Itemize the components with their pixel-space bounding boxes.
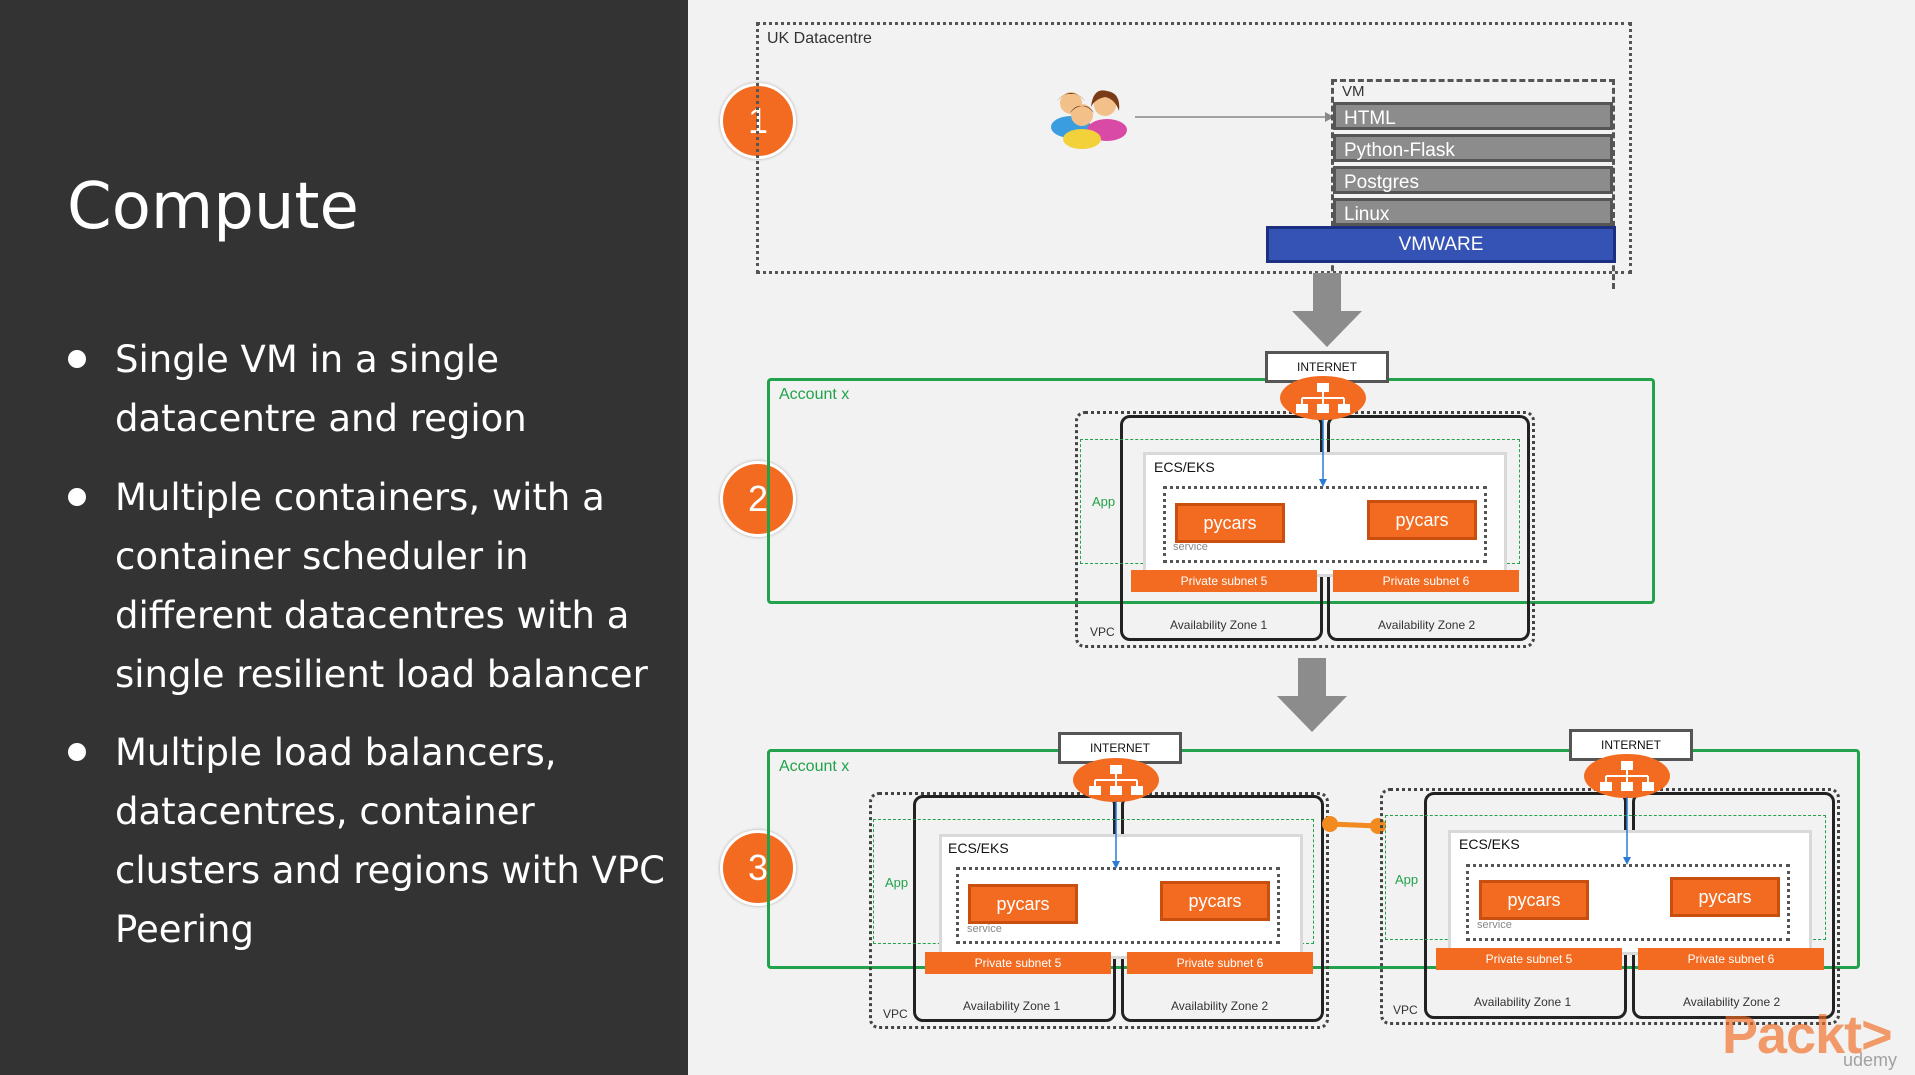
- az1-label: Availability Zone 1: [1474, 995, 1572, 1009]
- private-subnet-6: Private subnet 6: [1333, 570, 1519, 592]
- private-subnet-5: Private subnet 5: [1131, 570, 1317, 592]
- bullet-text: Multiple containers, with a container sc…: [115, 476, 648, 696]
- slide-title: Compute: [67, 170, 359, 244]
- udemy-watermark: udemy: [1843, 1050, 1898, 1070]
- bullet-dot: [68, 743, 86, 761]
- pycars-container: pycars: [1670, 877, 1780, 917]
- service-label: service: [967, 923, 1002, 935]
- left-panel: Compute Single VM in a single datacentre…: [0, 0, 688, 1075]
- vm-box: [1331, 79, 1615, 289]
- pycars-container: pycars: [1175, 503, 1285, 543]
- account-box-2: [767, 378, 1655, 604]
- private-subnet-5: Private subnet 5: [925, 952, 1111, 974]
- service-box-3a: [956, 867, 1280, 944]
- app-label: App: [885, 875, 909, 890]
- az2-label: Availability Zone 2: [1683, 995, 1781, 1009]
- pycars-container: pycars: [968, 884, 1078, 924]
- service-label: service: [1173, 541, 1208, 553]
- vpc-label: VPC: [1393, 1003, 1418, 1017]
- account-label: Account x: [779, 386, 850, 403]
- account-label: Account x: [779, 758, 850, 775]
- ecs-label: ECS/EKS: [1459, 836, 1520, 852]
- load-balancer-icon: [1073, 758, 1159, 802]
- down-arrow-2-icon: [1277, 658, 1347, 732]
- ecs-label: ECS/EKS: [1154, 459, 1215, 475]
- traffic-arrow: [1112, 801, 1120, 869]
- internet-gateway-3a: INTERNET: [1058, 732, 1182, 764]
- down-arrow-1-icon: [1292, 273, 1362, 347]
- traffic-arrow: [1319, 419, 1327, 487]
- network-hierarchy-icon: [1600, 761, 1654, 791]
- ecs-label: ECS/EKS: [948, 840, 1009, 856]
- az2-label: Availability Zone 2: [1171, 999, 1269, 1013]
- load-balancer-icon: [1584, 754, 1670, 798]
- az1-label: Availability Zone 1: [963, 999, 1061, 1013]
- private-subnet-5: Private subnet 5: [1436, 948, 1622, 970]
- uk-datacentre-box: [756, 22, 1632, 274]
- load-balancer-icon: [1280, 376, 1366, 420]
- connection-arrow: [1135, 112, 1334, 122]
- vm-label: VM: [1342, 83, 1365, 100]
- packt-logo: Packt>: [1722, 1005, 1893, 1065]
- az1-label: Availability Zone 1: [1170, 618, 1268, 632]
- pycars-container: pycars: [1479, 880, 1589, 920]
- bullet-text: Single VM in a single datacentre and reg…: [115, 338, 527, 440]
- service-label: service: [1477, 919, 1512, 931]
- network-hierarchy-icon: [1296, 383, 1350, 413]
- pycars-container: pycars: [1367, 500, 1477, 540]
- bullet-dot: [68, 350, 86, 368]
- vpc-label: VPC: [883, 1007, 908, 1021]
- vpc-peering-link-icon: [1322, 816, 1386, 834]
- private-subnet-6: Private subnet 6: [1127, 952, 1313, 974]
- stack-html: HTML: [1333, 102, 1613, 130]
- users-icon: [1051, 90, 1127, 149]
- private-subnet-6: Private subnet 6: [1638, 948, 1824, 970]
- az2-label: Availability Zone 2: [1378, 618, 1476, 632]
- traffic-arrow: [1623, 797, 1631, 865]
- stack-python-flask: Python-Flask: [1333, 134, 1613, 162]
- stack-linux: Linux: [1333, 198, 1613, 226]
- service-box-3b: [1466, 864, 1790, 941]
- stack-postgres: Postgres: [1333, 166, 1613, 194]
- pycars-container: pycars: [1160, 881, 1270, 921]
- app-label: App: [1092, 494, 1116, 509]
- account-box-3: [767, 749, 1860, 969]
- network-hierarchy-icon: [1089, 765, 1143, 795]
- vmware-layer: VMWARE: [1266, 226, 1616, 263]
- step-3-badge: 3: [720, 830, 796, 906]
- bullet-dot: [68, 488, 86, 506]
- step-2-badge: 2: [720, 461, 796, 537]
- datacentre-label: UK Datacentre: [767, 30, 872, 47]
- app-label: App: [1395, 872, 1419, 887]
- vpc-label: VPC: [1090, 625, 1115, 639]
- bullet-text: Multiple load balancers, datacentres, co…: [115, 731, 666, 951]
- service-box-2: [1163, 486, 1487, 563]
